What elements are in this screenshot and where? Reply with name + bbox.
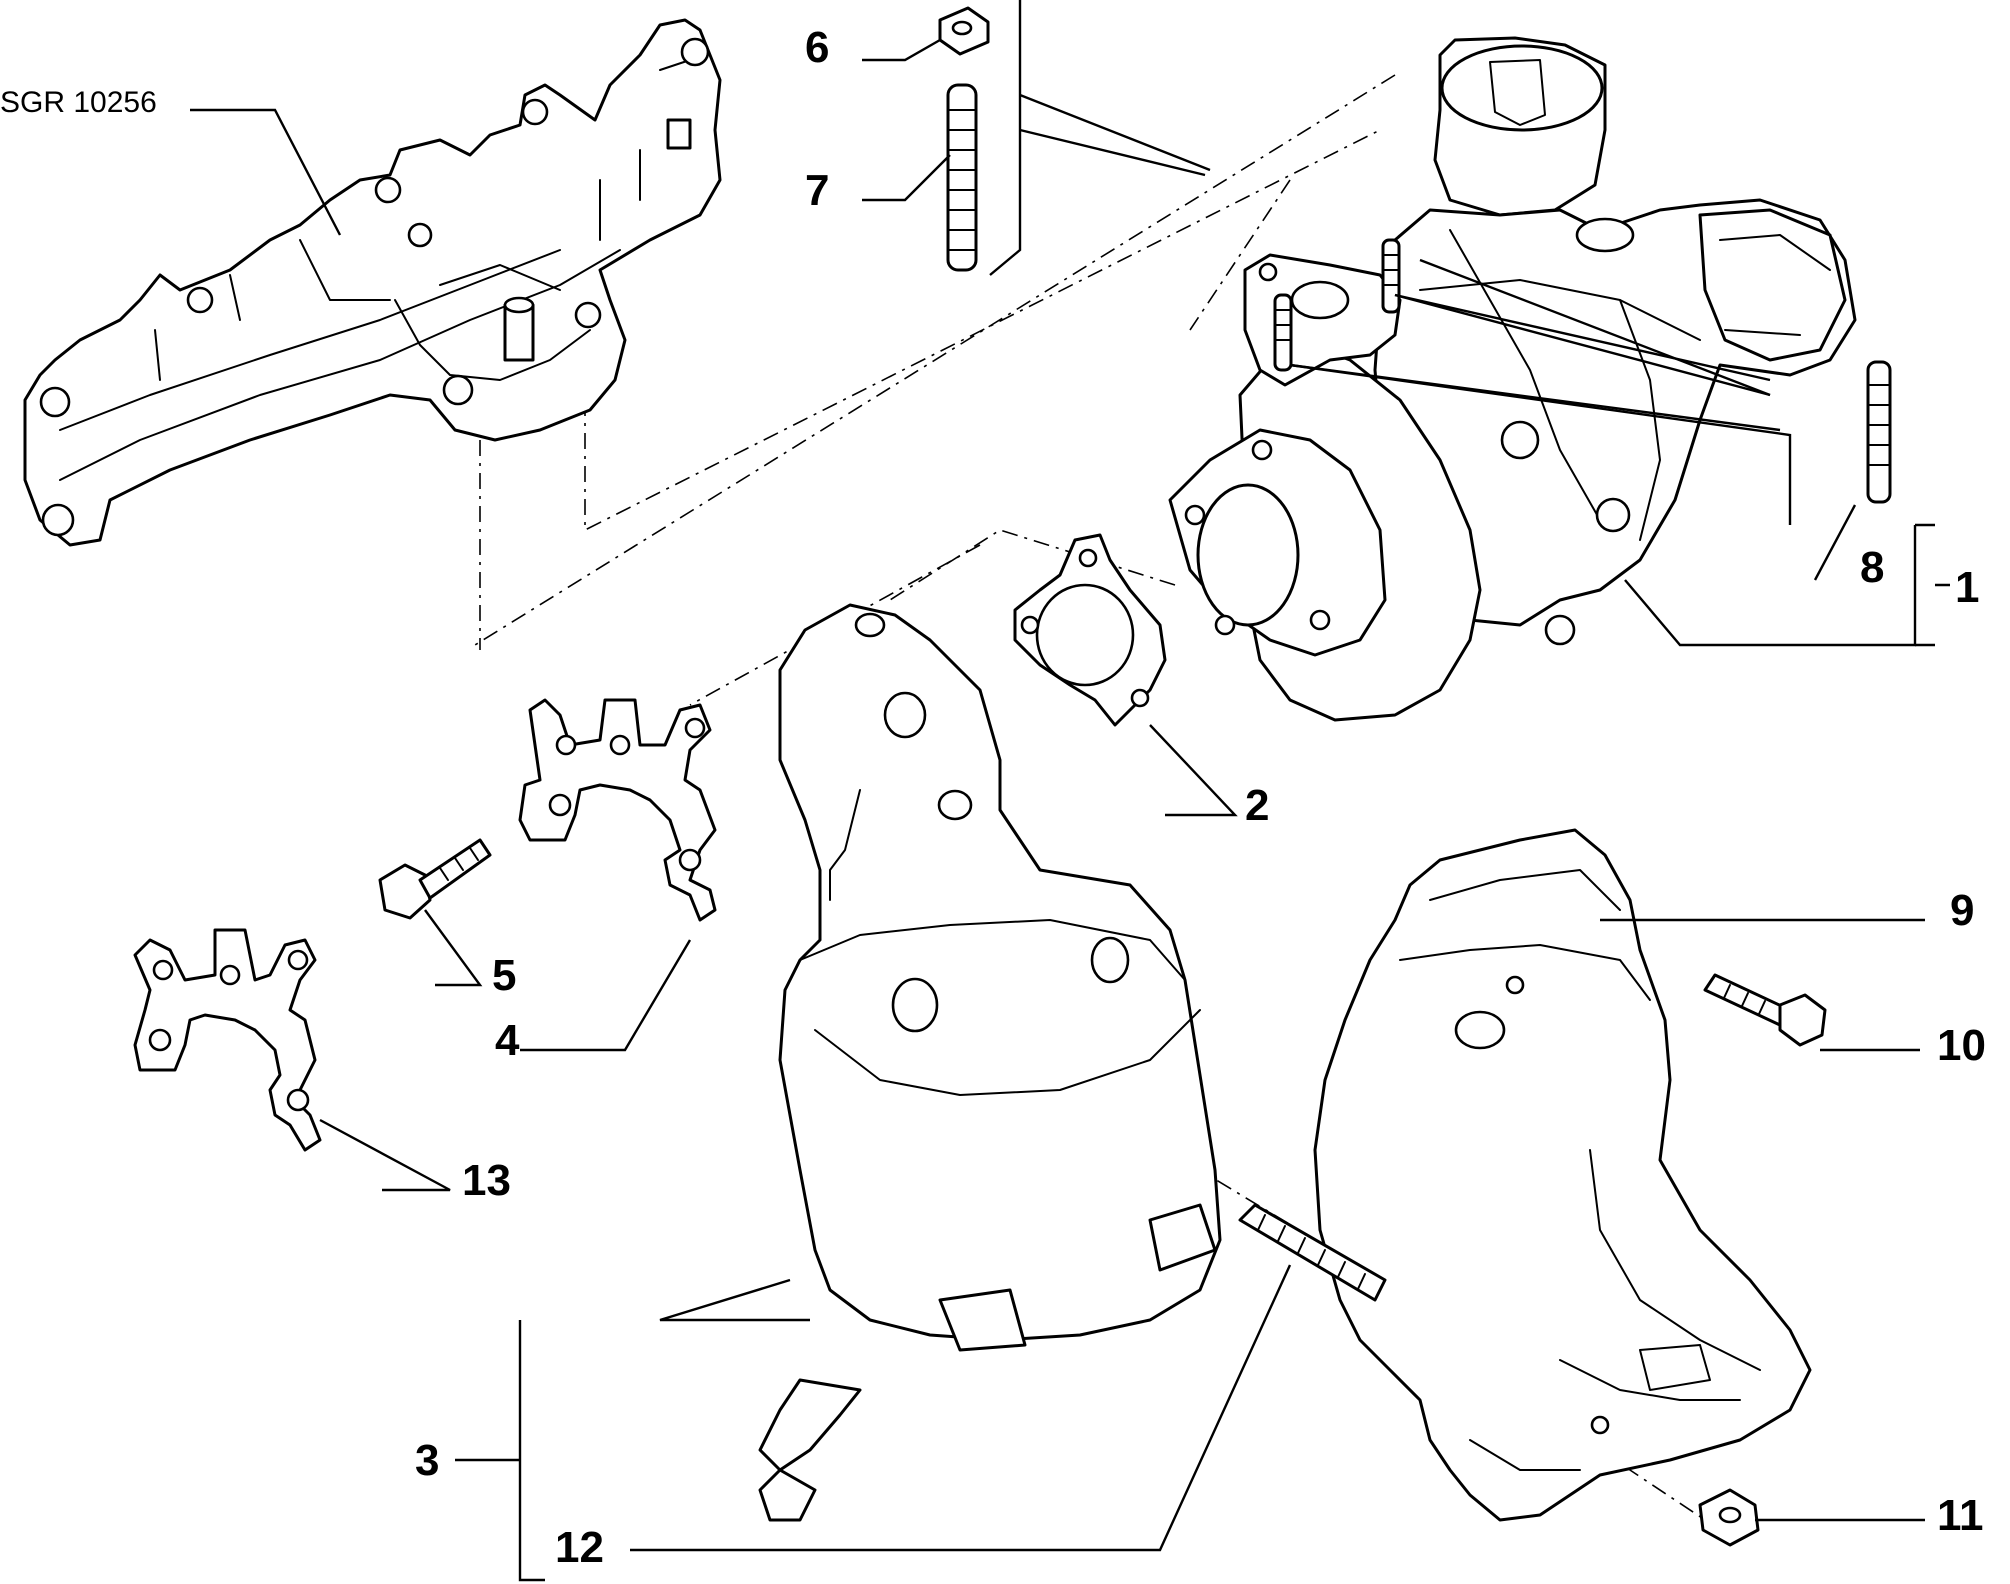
bolt-5 bbox=[378, 838, 492, 920]
stud-12 bbox=[1238, 1203, 1387, 1302]
stud-8 bbox=[1866, 360, 1892, 504]
leader-lines bbox=[190, 0, 1950, 1582]
bolt-10 bbox=[1703, 973, 1827, 1047]
nut-6 bbox=[938, 6, 990, 56]
callout-12: 12 bbox=[555, 1523, 604, 1572]
bracket-4 bbox=[518, 698, 717, 922]
callout-7: 7 bbox=[805, 166, 829, 215]
callout-2: 2 bbox=[1245, 781, 1269, 830]
nut-11 bbox=[1698, 1488, 1760, 1547]
diagram-code: SGR 10256 bbox=[0, 86, 157, 119]
callout-8: 8 bbox=[1860, 543, 1884, 592]
bracket-13 bbox=[133, 928, 322, 1152]
catalytic-converter bbox=[758, 603, 1222, 1522]
callout-5: 5 bbox=[492, 951, 516, 1000]
callout-11: 11 bbox=[1937, 1491, 1984, 1540]
callout-4: 4 bbox=[495, 1016, 520, 1065]
gasket-2 bbox=[1013, 533, 1167, 727]
callout-6: 6 bbox=[805, 23, 829, 72]
callout-10: 10 bbox=[1937, 1021, 1986, 1070]
heat-shield bbox=[1313, 828, 1812, 1522]
stud-7 bbox=[946, 83, 978, 272]
callout-3: 3 bbox=[415, 1436, 439, 1485]
turbocharger bbox=[1168, 36, 1857, 722]
callout-1: 1 bbox=[1955, 563, 1979, 612]
exhaust-manifold bbox=[23, 18, 722, 547]
callout-9: 9 bbox=[1950, 886, 1974, 935]
callout-13: 13 bbox=[462, 1156, 511, 1205]
